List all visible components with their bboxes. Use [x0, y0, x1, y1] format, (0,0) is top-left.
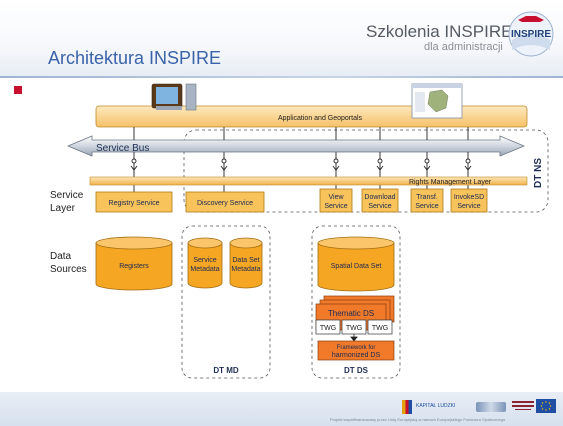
logo-text: INSPIRE [511, 29, 551, 40]
rights-management-bar [89, 176, 528, 186]
footer-stripe-logo [476, 402, 506, 412]
kapital-ludzki-label: KAPITAŁ LUDZKI [416, 403, 456, 409]
dt-ns-region [183, 129, 549, 213]
transf-service-label-2: Service [415, 203, 438, 210]
service-bus-arrow [66, 135, 526, 157]
architecture-diagram: DT NS Application and Geoportals Service… [50, 83, 549, 379]
kapital-ludzki-logo: KAPITAŁ LUDZKI [402, 400, 470, 414]
dt-ds-label: DT DS [344, 366, 369, 375]
service-layer-label-2: Layer [50, 203, 76, 214]
data-sources-label-2: Sources [50, 264, 87, 275]
transf-service-label-1: Transf. [416, 194, 438, 201]
footer-band [0, 392, 563, 426]
eu-flag-icon [536, 399, 556, 413]
header-band [0, 0, 563, 78]
map-thumbnail-icon [411, 83, 463, 119]
brand-title: Szkolenia INSPIRE [366, 22, 513, 41]
twg-boxes: TWG TWG TWG [315, 319, 393, 335]
download-service-label-1: Download [364, 194, 395, 201]
invokesd-service-label-2: Service [457, 203, 480, 210]
inspire-logo: INSPIRE [508, 11, 554, 57]
twg-to-framework-arrow [350, 334, 358, 342]
spatial-data-set-label: Spatial Data Set [331, 263, 382, 270]
dt-ds-region [311, 225, 401, 379]
service-metadata-cylinder: Service Metadata [187, 237, 223, 289]
registry-service-label: Registry Service [109, 200, 160, 207]
kapital-ludzki-mark-icon [402, 400, 412, 414]
header-divider [0, 76, 563, 78]
rights-management-label: Rights Management Layer [409, 179, 492, 186]
framework-label-2: harmonized DS [332, 352, 381, 359]
spatial-data-set-cylinder: Spatial Data Set [317, 236, 395, 292]
service-layer-label-1: Service [50, 190, 84, 201]
bullet-marker [14, 86, 22, 94]
invokesd-service-label-1: InvokeSD [454, 194, 484, 201]
view-service-label-1: View [328, 194, 344, 201]
footer-partner-logo [512, 400, 534, 412]
view-service-label-2: Service [324, 203, 347, 210]
twg-label-3: TWG [372, 325, 388, 332]
download-service-box: Download Service [361, 188, 399, 213]
computer-icon [151, 83, 197, 111]
download-service-label-2: Service [368, 203, 391, 210]
service-metadata-label-2: Metadata [190, 266, 219, 273]
dt-md-label: DT MD [213, 366, 239, 375]
data-sources-label-1: Data [50, 251, 72, 262]
framework-box: Framework for harmonized DS [317, 340, 395, 361]
footer-note: Projekt współfinansowany przez Unię Euro… [330, 417, 506, 422]
service-metadata-label-1: Service [193, 257, 216, 264]
dataset-metadata-label-1: Data Set [232, 257, 259, 264]
registry-service-box: Registry Service [95, 191, 173, 213]
dataset-metadata-cylinder: Data Set Metadata [229, 237, 263, 289]
slide-title: Architektura INSPIRE [48, 48, 222, 68]
registers-label: Registers [119, 263, 149, 270]
transf-service-box: Transf. Service [410, 188, 444, 213]
dt-md-region [181, 225, 271, 379]
invokesd-service-box: InvokeSD Service [450, 188, 488, 213]
dt-ns-label: DT NS [533, 158, 544, 188]
service-bus-label: Service Bus [96, 143, 149, 154]
bus-connectors [130, 127, 472, 195]
dataset-metadata-label-2: Metadata [231, 266, 260, 273]
thematic-ds-label: Thematic DS [328, 309, 374, 318]
application-bar-label: Application and Geoportals [278, 115, 363, 122]
discovery-service-label: Discovery Service [197, 200, 253, 207]
registers-cylinder: Registers [95, 236, 173, 291]
view-service-box: View Service [319, 188, 353, 213]
twg-label-2: TWG [346, 325, 362, 332]
brand-subtitle: dla administracji [424, 41, 503, 53]
discovery-service-box: Discovery Service [185, 191, 265, 213]
framework-label-1: Framework for [337, 345, 376, 351]
twg-label-1: TWG [320, 325, 336, 332]
